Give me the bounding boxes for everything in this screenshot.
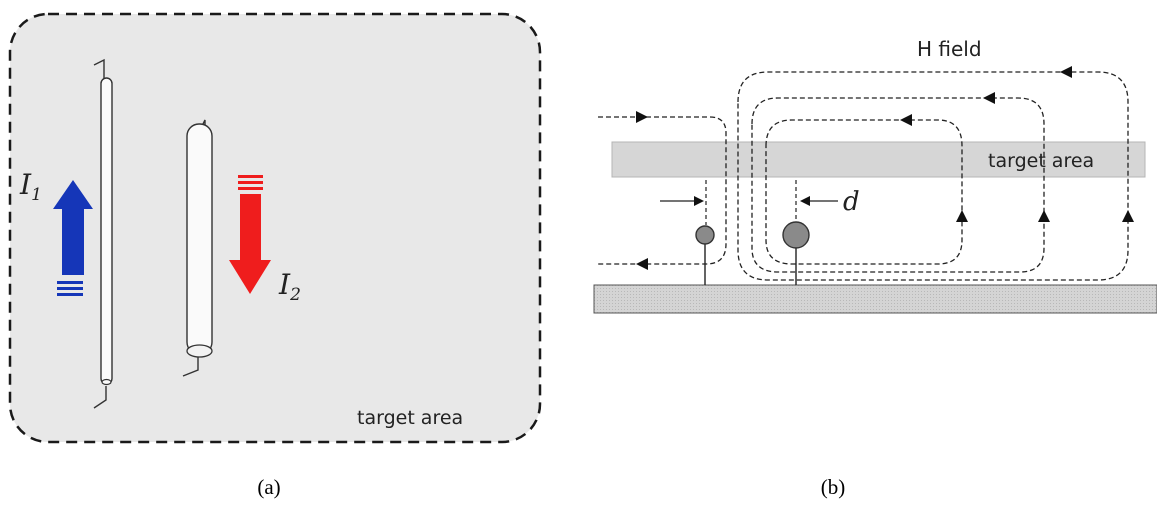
target-area-box <box>8 12 542 444</box>
small-conductor <box>695 225 715 285</box>
distance-marker <box>660 180 838 225</box>
target-area-label-b: target area <box>988 150 1094 172</box>
ground-plane <box>593 284 1157 314</box>
target-area-label-a: target area <box>357 407 463 429</box>
target-area-band <box>611 141 1146 178</box>
thin-wire <box>93 58 113 409</box>
caption-a: (a) <box>257 475 280 499</box>
caption-b: (b) <box>821 475 846 499</box>
field-arrowheads <box>636 66 1134 270</box>
thick-wire <box>182 119 213 377</box>
panel-a: I1 I2 target area <box>8 12 542 444</box>
current-down-arrow <box>229 175 271 294</box>
h-field-label: H field <box>917 37 982 61</box>
large-conductor <box>782 221 810 285</box>
field-lines-left <box>598 116 727 265</box>
current-2-label: I2 <box>278 268 301 305</box>
field-lines-right <box>737 71 1129 281</box>
distance-label: d <box>843 187 860 217</box>
current-up-arrow <box>53 180 93 296</box>
current-1-label: I1 <box>19 168 42 205</box>
panel-b: target area <box>593 37 1157 314</box>
